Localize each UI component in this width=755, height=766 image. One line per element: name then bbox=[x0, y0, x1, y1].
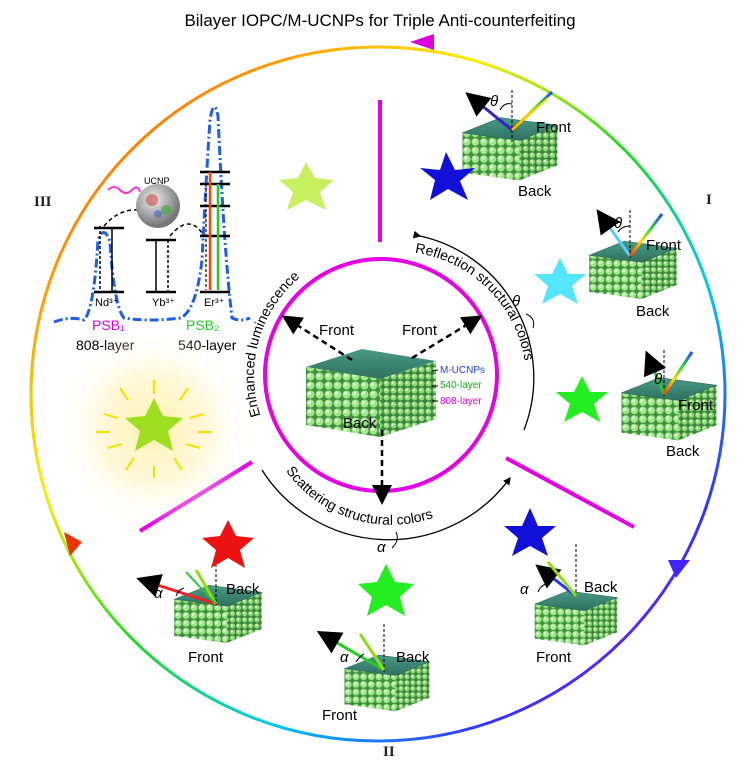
theta-2: θ bbox=[614, 215, 622, 232]
layer-label-540: 540-layer bbox=[440, 380, 482, 391]
arc-theta: θ bbox=[512, 293, 520, 310]
theta-1: θ bbox=[490, 93, 498, 110]
reflection-arc bbox=[412, 230, 535, 431]
reflection-sample-top: θ Front Back bbox=[462, 90, 572, 200]
psb2-label: PSB₂ bbox=[186, 317, 219, 333]
section-label-two: II bbox=[383, 744, 395, 760]
star-lime bbox=[279, 162, 334, 210]
arrow-front-left bbox=[281, 315, 353, 362]
layer-label-ucnps: M-UCNPs bbox=[440, 365, 485, 376]
scattering-sample-left: α Back Front bbox=[136, 520, 263, 666]
label-enhanced-luminescence: Enhanced luminescence bbox=[241, 267, 302, 419]
back-label-s3: Back bbox=[584, 579, 618, 596]
alpha-2: α bbox=[340, 649, 349, 666]
back-label-s1: Back bbox=[226, 581, 260, 598]
ring-arrow-left bbox=[64, 532, 82, 556]
back-label-s2: Back bbox=[396, 649, 430, 666]
star-red bbox=[202, 520, 254, 568]
label-scattering-structural-colors: Scattering structural colors bbox=[283, 463, 434, 528]
front-label-s2: Front bbox=[322, 707, 358, 724]
front-label-2: Front bbox=[646, 237, 682, 254]
spectrum-panel: UCNP Nd³⁺ Yb³⁺ Er³⁺ PSB₁ PSB₂ 808-layer … bbox=[53, 105, 251, 353]
star-cyan bbox=[534, 258, 586, 304]
section-label-one: I bbox=[706, 192, 712, 208]
layer-label-808: 808-layer bbox=[440, 396, 482, 407]
front-label-s1: Front bbox=[188, 649, 224, 666]
outer-ring bbox=[29, 45, 727, 743]
ucnp-particle bbox=[136, 184, 180, 228]
center-front-right: Front bbox=[402, 322, 438, 339]
reflection-sample-middle: θ Front Back bbox=[588, 209, 682, 320]
nd-label: Nd³⁺ bbox=[95, 297, 119, 309]
star-green-right bbox=[556, 376, 608, 422]
divider-right bbox=[505, 456, 635, 529]
center-slab bbox=[306, 349, 436, 437]
er-label: Er³⁺ bbox=[204, 297, 225, 309]
back-label-3: Back bbox=[666, 443, 700, 460]
front-label-1: Front bbox=[536, 119, 572, 136]
yb-label: Yb³⁺ bbox=[152, 297, 175, 309]
ucnp-label: UCNP bbox=[144, 176, 170, 186]
scattering-arc bbox=[261, 469, 511, 541]
front-label-3: Front bbox=[678, 397, 714, 414]
glowing-star bbox=[56, 330, 252, 526]
alpha-1: α bbox=[154, 585, 163, 602]
star-green-bottom bbox=[358, 564, 414, 616]
star-blue-bottom bbox=[504, 508, 556, 556]
alpha-3: α bbox=[520, 581, 529, 598]
ring-arrow-top bbox=[410, 34, 434, 50]
ring-arrow-right bbox=[668, 560, 690, 578]
theta-3: θ bbox=[654, 371, 662, 388]
psb1-label: PSB₁ bbox=[92, 317, 125, 333]
back-label-1: Back bbox=[518, 183, 552, 200]
reflection-sample-bottom: θ Front Back bbox=[621, 350, 717, 460]
page-title: Bilayer IOPC/M-UCNPs for Triple Anti-cou… bbox=[184, 11, 575, 30]
center-front-left: Front bbox=[319, 322, 355, 339]
center-back: Back bbox=[343, 415, 377, 432]
arrow-front-right bbox=[411, 315, 483, 360]
section-label-three: III bbox=[34, 194, 52, 210]
scattering-sample-middle: α Back Front bbox=[316, 564, 430, 724]
star-blue bbox=[420, 152, 475, 200]
front-label-s3: Front bbox=[536, 649, 572, 666]
spectrum-curve bbox=[53, 105, 251, 324]
arc-alpha: α bbox=[377, 539, 386, 556]
scattering-sample-right: α Back Front bbox=[504, 508, 618, 666]
back-label-2: Back bbox=[636, 303, 670, 320]
